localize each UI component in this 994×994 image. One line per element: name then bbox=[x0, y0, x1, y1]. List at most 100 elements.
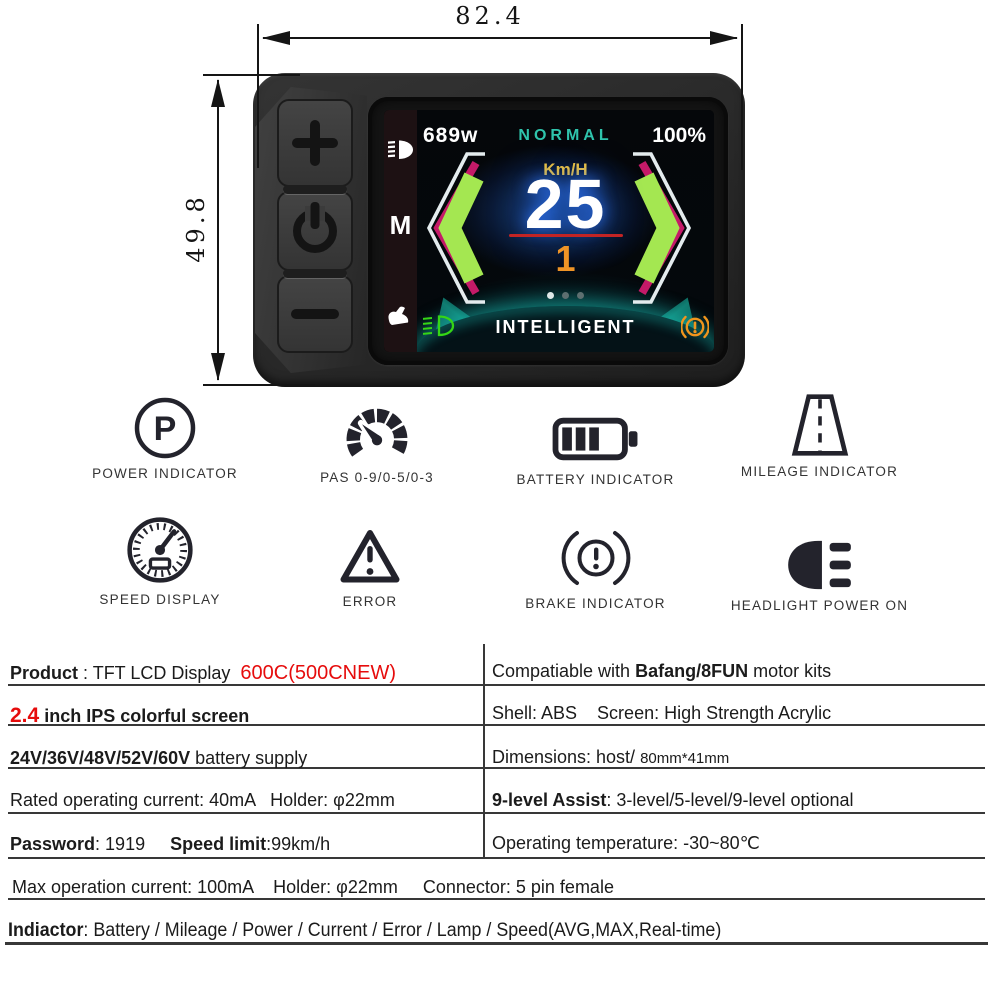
headlight-icon bbox=[787, 540, 851, 590]
spec-password: Password: 1919 Speed limit:99km/h bbox=[10, 831, 330, 857]
spec-segment: battery supply bbox=[190, 748, 308, 768]
spec-segment: : 3-level/5-level/9-level optional bbox=[606, 790, 854, 810]
height-dimension-label: 49.8 bbox=[182, 193, 210, 263]
battery-icon bbox=[552, 417, 637, 461]
spec-segment: :99km/h bbox=[266, 834, 331, 854]
brake-icon bbox=[561, 531, 630, 585]
screen-main-area: 689w NORMAL 100% Km/H 25 1 bbox=[417, 110, 714, 352]
menu-letter: M bbox=[389, 210, 412, 240]
table-line bbox=[8, 857, 985, 859]
left-chevron bbox=[426, 152, 485, 304]
spec-compatibility: Compatiable with Bafang/8FUN motor kits bbox=[492, 658, 831, 684]
spec-segment: Speed limit bbox=[170, 834, 267, 854]
button-divider bbox=[283, 269, 347, 278]
spec-segment: Compatiable with bbox=[492, 661, 636, 681]
table-divider bbox=[483, 644, 485, 857]
speedometer-icon bbox=[127, 517, 193, 583]
mileage-road-icon bbox=[791, 394, 848, 456]
spec-segment: Shell: ABS Screen: High Strength Acrylic bbox=[492, 703, 832, 723]
table-line bbox=[8, 898, 985, 900]
spec-voltage: 24V/36V/48V/52V/60V battery supply bbox=[10, 745, 307, 771]
page-dots bbox=[417, 286, 714, 304]
plus-icon bbox=[292, 120, 338, 166]
spec-assist-levels: 9-level Assist: 3-level/5-level/9-level … bbox=[492, 787, 854, 813]
headlight-on-icon bbox=[423, 315, 455, 337]
spec-segment: 24V/36V/48V/52V/60V bbox=[10, 748, 191, 768]
dot bbox=[562, 292, 569, 299]
spec-segment: : Battery / Mileage / Power / Current / … bbox=[83, 920, 722, 941]
minus-icon bbox=[291, 309, 339, 319]
spec-segment: inch IPS colorful screen bbox=[39, 706, 250, 726]
spec-screen-size: 2.4 inch IPS colorful screen bbox=[10, 703, 249, 729]
spec-segment: Rated operating current: 40mA Holder: φ2… bbox=[10, 790, 395, 810]
screen-side-strip: M bbox=[384, 110, 417, 352]
indicator-label: ERROR bbox=[342, 594, 398, 609]
table-line bbox=[8, 767, 985, 769]
display-device: M bbox=[253, 73, 745, 387]
table-line bbox=[8, 812, 985, 814]
brake-warning-icon bbox=[681, 315, 709, 339]
dot-active bbox=[547, 292, 554, 299]
spec-segment: motor kits bbox=[748, 661, 832, 681]
battery-percent-readout: 100% bbox=[652, 124, 706, 147]
spec-segment: : TFT LCD Display bbox=[78, 663, 241, 683]
indicator-mileage: MILEAGE INDICATOR bbox=[722, 384, 917, 479]
spec-segment: : 1919 bbox=[95, 834, 171, 854]
indicator-label: SPEED DISPLAY bbox=[99, 592, 221, 607]
screen-bezel: M bbox=[368, 97, 728, 365]
spec-segment: Indiactor bbox=[8, 920, 84, 941]
dot bbox=[577, 292, 584, 299]
spec-segment: Product bbox=[10, 663, 79, 683]
spec-segment: Bafang/8FUN bbox=[635, 661, 749, 681]
spec-dimensions: Dimensions: host/ 80mm*41mm bbox=[492, 744, 729, 772]
pas-gauge-icon bbox=[346, 408, 408, 457]
spec-shell: Shell: ABS Screen: High Strength Acrylic bbox=[492, 700, 831, 726]
table-line bbox=[8, 724, 985, 726]
spec-segment: Dimensions: host/ bbox=[492, 747, 641, 767]
spec-segment: Max operation current: 100mA Holder: φ22… bbox=[12, 877, 614, 897]
brand-text: INTELLIGENT bbox=[495, 317, 636, 337]
walk-assist-icon bbox=[388, 306, 409, 325]
minus-button[interactable] bbox=[277, 275, 353, 353]
spec-segment: Password bbox=[10, 834, 96, 854]
power-icon bbox=[293, 202, 337, 253]
spec-segment: 2.4 bbox=[10, 704, 40, 727]
headlight-icon bbox=[388, 140, 413, 159]
indicator-pas: PAS 0-9/0-5/0-3 bbox=[282, 390, 472, 485]
speed-underline bbox=[508, 234, 623, 237]
spec-segment: 80mm*41mm bbox=[640, 750, 730, 767]
spec-rated-current: Rated operating current: 40mA Holder: φ2… bbox=[10, 787, 395, 813]
indicator-brake: BRAKE INDICATOR bbox=[498, 516, 693, 611]
indicator-label: POWER INDICATOR bbox=[92, 466, 238, 481]
spec-max-current: Max operation current: 100mA Holder: φ22… bbox=[12, 874, 614, 900]
plus-button[interactable] bbox=[277, 99, 353, 187]
indicator-label: HEADLIGHT POWER ON bbox=[730, 598, 909, 613]
indicator-battery: BATTERY INDICATOR bbox=[498, 392, 693, 487]
indicator-error: ERROR bbox=[275, 514, 465, 609]
spec-product: Product : TFT LCD Display 600C(500CNEW) bbox=[10, 660, 396, 686]
button-divider bbox=[283, 185, 347, 194]
spec-segment: 600C(500CNEW) bbox=[240, 662, 396, 684]
indicator-speed: SPEED DISPLAY bbox=[65, 512, 255, 607]
indicator-power: P POWER INDICATOR bbox=[70, 386, 260, 481]
indicator-label: MILEAGE INDICATOR bbox=[740, 464, 899, 479]
table-line bbox=[5, 942, 988, 945]
screen: M bbox=[384, 110, 714, 352]
ride-mode-readout: NORMAL bbox=[518, 127, 613, 144]
power-button[interactable] bbox=[277, 191, 353, 271]
spec-segment: Operating temperature: -30~80℃ bbox=[492, 833, 760, 853]
power-p-icon: P bbox=[134, 397, 196, 459]
p-glyph: P bbox=[154, 410, 177, 448]
table-line bbox=[8, 684, 985, 686]
right-chevron bbox=[633, 152, 692, 304]
spec-temperature: Operating temperature: -30~80℃ bbox=[492, 830, 760, 856]
speed-readout: 25 bbox=[524, 165, 607, 243]
indicator-headlight: HEADLIGHT POWER ON bbox=[722, 518, 917, 613]
assist-level-readout: 1 bbox=[555, 238, 576, 279]
speed-unit-label: Km/H bbox=[543, 160, 588, 179]
spec-segment: 9-level Assist bbox=[492, 790, 607, 810]
indicator-label: BATTERY INDICATOR bbox=[516, 472, 675, 487]
error-triangle-icon bbox=[340, 530, 400, 583]
width-dimension-label: 82.4 bbox=[455, 2, 525, 30]
